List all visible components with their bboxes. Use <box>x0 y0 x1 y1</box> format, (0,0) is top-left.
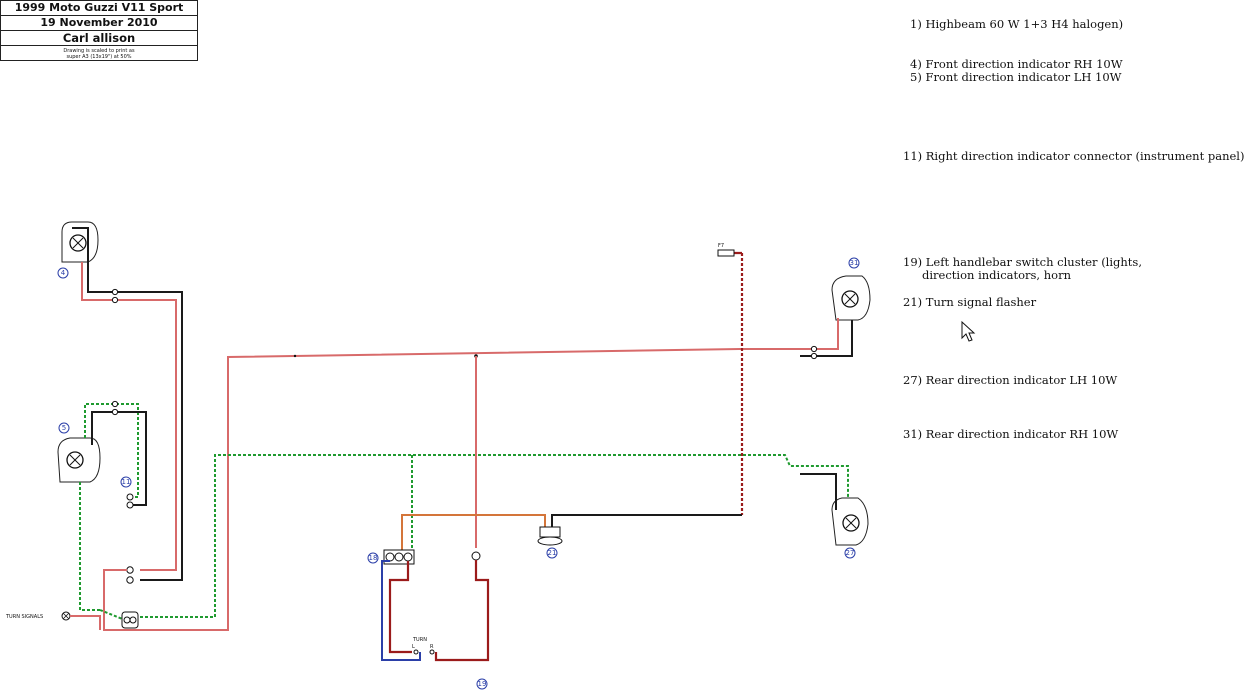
ref-5-label: 5 <box>62 424 66 432</box>
wire-red-main-bus <box>227 348 741 612</box>
switch-left-label: L <box>412 644 415 650</box>
connector-red-tap <box>471 551 481 561</box>
wire-orange-flasher-to-switch <box>401 514 546 552</box>
ref-11-label: 11 <box>122 478 131 486</box>
wire-black-27 <box>800 473 837 510</box>
indicator-31 <box>831 275 871 321</box>
indicator-27 <box>831 497 869 546</box>
junction-dot <box>293 354 297 358</box>
ref-18-label: 18 <box>369 554 378 562</box>
fuse-label: F7 <box>718 243 724 249</box>
turn-signals-label: TURN SIGNALS <box>5 614 43 620</box>
title-date: 19 November 2010 <box>1 16 197 31</box>
ref-4-label: 4 <box>61 269 66 277</box>
title-scale-note-line1: Drawing is scaled to print as <box>63 48 135 54</box>
wire-darkred-switch-right <box>434 560 490 662</box>
wire-red-turn-signals <box>70 615 101 630</box>
wire-black-to-flasher <box>551 514 742 527</box>
title-model: 1999 Moto Guzzi V11 Sport <box>1 1 197 16</box>
wire-green-main-bus <box>140 454 849 618</box>
ref-4 <box>57 267 69 279</box>
ref-5 <box>58 422 70 434</box>
wire-black-5 <box>91 411 147 506</box>
wire-green-5 <box>84 403 139 498</box>
indicator-4 <box>61 221 99 293</box>
connector-front-indicators <box>99 566 229 631</box>
wire-red-4 <box>81 262 177 571</box>
fuse-f7: F7 <box>717 243 735 257</box>
mouse-pointer-icon <box>961 320 976 342</box>
wire-green-5-down <box>79 482 100 611</box>
wire-darkred-switch <box>388 561 412 654</box>
wire-black-31 <box>800 320 853 357</box>
ref-31 <box>848 257 860 269</box>
switch-turn: TURN L R <box>412 637 435 655</box>
wire-blue-switch <box>381 560 421 661</box>
ref-21-label: 21 <box>548 549 557 557</box>
ref-19 <box>476 678 488 690</box>
connector-11: 11 <box>120 476 134 509</box>
ref-19-label: 19 <box>478 680 487 688</box>
title-block: 1999 Moto Guzzi V11 Sport 19 November 20… <box>0 0 198 61</box>
ref-31-label: 31 <box>850 259 859 267</box>
wire-black-4 <box>96 291 183 581</box>
ref-27 <box>844 547 856 559</box>
flasher-21: 21 <box>537 526 563 559</box>
wire-red-31 <box>818 318 839 350</box>
turn-signals-connector: TURN SIGNALS <box>5 611 71 621</box>
ref-27-label: 27 <box>846 549 855 557</box>
title-scale-note-line2: super A3 (13x19") at 50% <box>66 54 132 60</box>
switch-turn-label: TURN <box>412 637 427 643</box>
title-author: Carl allison <box>1 31 197 46</box>
switch-right-label: R <box>430 644 434 650</box>
title-scale-note: Drawing is scaled to print as super A3 (… <box>1 46 197 60</box>
indicator-5 <box>57 437 101 483</box>
wiring-diagram: F7 4 5 11 <box>5 221 976 690</box>
